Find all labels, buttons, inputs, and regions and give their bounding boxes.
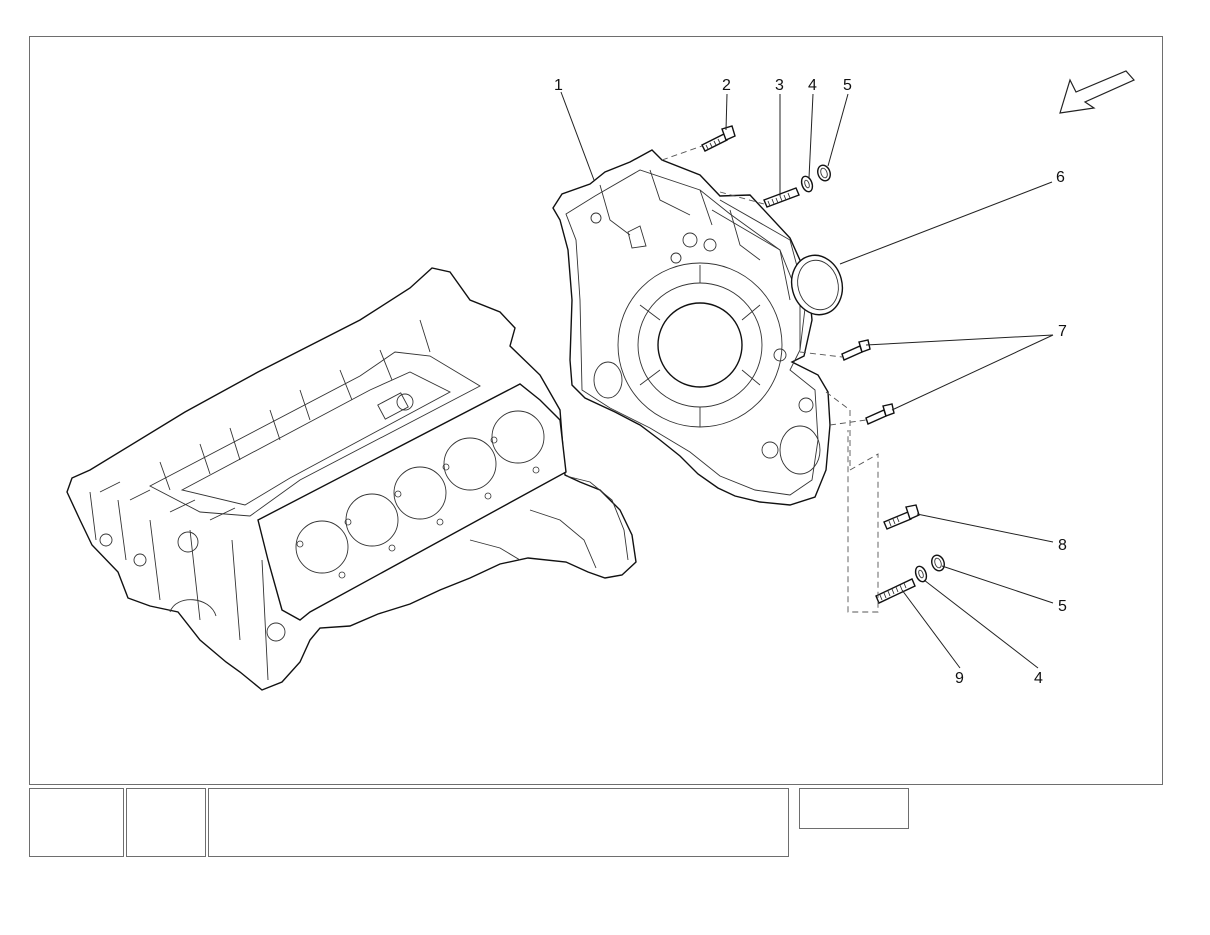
- title-block-cell-2: [126, 788, 206, 857]
- callout-9: 9: [955, 670, 964, 687]
- front-cover-drawing: [552, 149, 831, 506]
- callout-3: 3: [775, 77, 784, 94]
- nut-part-5-lower: [931, 554, 945, 572]
- bolt-part-7-a: [841, 339, 871, 361]
- callout-1: 1: [554, 77, 563, 94]
- stud-part-3: [763, 187, 800, 208]
- callout-2: 2: [722, 77, 731, 94]
- callout-5-upper: 5: [843, 77, 852, 94]
- stud-part-9: [875, 578, 916, 604]
- engine-block-drawing: [66, 267, 637, 691]
- callout-6: 6: [1056, 169, 1065, 186]
- leader-lines: [560, 91, 1054, 669]
- washer-part-4-upper: [800, 175, 814, 193]
- seal-ring-part-6: [790, 254, 844, 316]
- washer-part-4-lower: [914, 565, 928, 583]
- title-block-cell-3: [208, 788, 789, 857]
- title-block-cell-4: [799, 788, 909, 829]
- callouts: 1 2 3 4 5 6 7 8 5 9 4: [554, 77, 1067, 687]
- assembly-dashed-lines: [661, 145, 879, 613]
- callout-5-lower: 5: [1058, 598, 1067, 615]
- direction-arrow-icon: [1059, 70, 1135, 114]
- callout-4-lower: 4: [1034, 670, 1043, 687]
- bolt-part-2: [701, 125, 736, 152]
- bolt-part-7-b: [865, 403, 895, 425]
- nut-part-5-upper: [817, 164, 831, 182]
- callout-7: 7: [1058, 323, 1067, 340]
- title-block-cell-1: [29, 788, 124, 857]
- bolt-part-8: [883, 504, 920, 530]
- callout-4-upper: 4: [808, 77, 817, 94]
- callout-8: 8: [1058, 537, 1067, 554]
